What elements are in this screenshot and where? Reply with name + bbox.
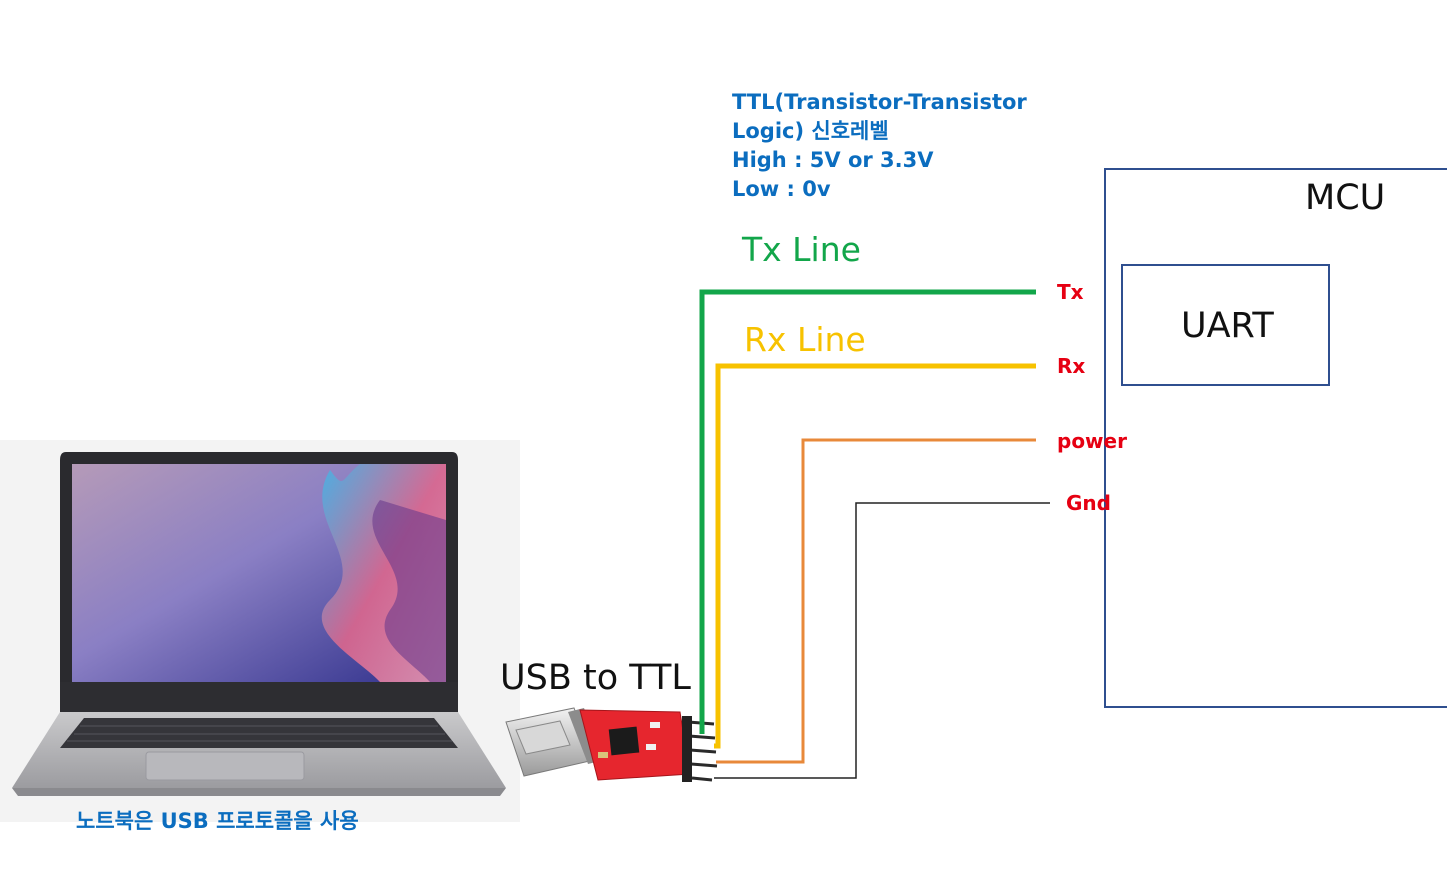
laptop-bezel-bottom: [60, 682, 458, 712]
laptop-caption: 노트북은 USB 프로토콜을 사용: [76, 809, 359, 833]
laptop-illustration: [0, 440, 520, 822]
ttl-note-line-3: High : 5V or 3.3V: [732, 148, 934, 172]
pin-label-tx: Tx: [1057, 280, 1084, 304]
laptop-touchpad: [145, 751, 305, 781]
ttl-capacitor: [598, 752, 608, 758]
usb-plug-tongue: [515, 720, 571, 755]
pin-header-block: [682, 716, 692, 782]
header-pin-4: [690, 762, 718, 768]
uart-label: UART: [1181, 306, 1274, 346]
rx-line-label: Rx Line: [744, 320, 866, 359]
mcu-box: [1104, 168, 1447, 708]
ttl-resistor: [646, 744, 656, 750]
header-pin-2: [688, 734, 716, 740]
pin-label-power: power: [1057, 429, 1127, 453]
ttl-chip: [608, 726, 640, 756]
ttl-note-line-1: TTL(Transistor-Transistor: [732, 90, 1027, 114]
mcu-label: MCU: [1305, 178, 1386, 218]
screen-swirl-inner: [372, 500, 446, 682]
rx-wire: [714, 363, 1036, 749]
usb-to-ttl-adapter: [505, 707, 718, 782]
uart-box: [1121, 264, 1330, 386]
header-pin-5: [691, 776, 713, 782]
pin-label-gnd: Gnd: [1066, 491, 1111, 515]
tx-wire: [699, 289, 1036, 734]
ttl-led: [650, 722, 660, 728]
gnd-wire: [714, 502, 1050, 779]
ttl-note-line-2: Logic) 신호레벨: [732, 119, 889, 143]
ttl-note-line-4: Low : 0v: [732, 177, 831, 201]
pin-label-rx: Rx: [1057, 354, 1086, 378]
laptop-front-edge: [12, 788, 506, 796]
laptop-keyboard: [60, 718, 458, 748]
header-pin-3: [689, 748, 717, 754]
usb-to-ttl-label: USB to TTL: [500, 658, 691, 698]
power-wire: [716, 438, 1036, 764]
tx-line-label: Tx Line: [742, 230, 861, 269]
ttl-signal-level-note: TTL(Transistor-Transistor Logic) 신호레벨 Hi…: [732, 88, 1027, 204]
